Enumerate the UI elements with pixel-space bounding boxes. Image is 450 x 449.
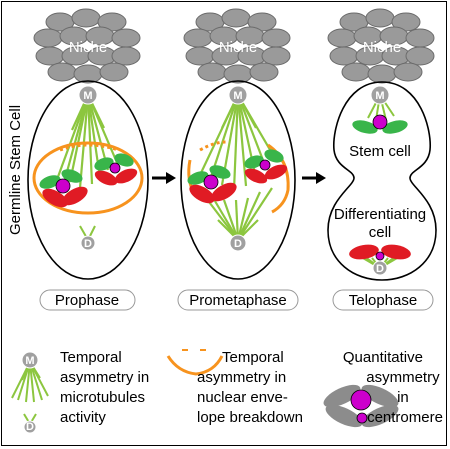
daughter-centrosome [80,235,96,251]
legend-text-microtubules: Temporal asymmetry in microtubules activ… [60,349,153,426]
stage-pill-telophase [332,289,434,311]
stage-label: Prophase [55,292,119,309]
mother-centrosome [78,85,98,105]
chromosome-differentiating [349,244,411,261]
mother-centrosome [228,85,248,105]
cell-outline [180,80,296,280]
chromosome-stem [352,114,408,134]
niche-cluster [183,8,291,84]
daughter-label: D [234,238,242,250]
stage-label: Prometaphase [189,292,287,309]
differentiating-cell-label-line2: cell [369,224,392,241]
cell-outline [27,80,149,280]
niche-cluster [327,8,435,84]
chromosome-left [187,165,237,204]
legend: M D Temporal asymmetry in microtubules a… [11,349,444,434]
daughter-centrosome [372,260,388,276]
nuclear-envelope-icon [166,349,224,376]
legend-text-envelope: Temporal asymmetry in nuclear enve- lope… [197,349,303,426]
mother-centrosome [370,85,390,105]
svg-text:D: D [26,421,34,433]
svg-text:M: M [25,355,34,367]
stage-pill-prophase [39,289,136,311]
differentiating-cell-label: Differentiating [334,206,426,223]
chromosome-right [244,149,288,184]
centromere-asymmetry-icon [323,384,399,428]
mother-label: M [375,90,384,102]
daughter-label: D [376,263,384,275]
mother-label: M [233,90,242,102]
panel-prophase: Niche M [27,8,149,311]
nuclear-envelope [32,141,144,215]
arrow-prophase-to-prometaphase [152,172,176,184]
stage-pill-prometaphase [177,289,299,311]
panel-telophase: Niche M Stem cell Differentiating cell D [327,8,437,311]
chromosome-right [94,153,138,186]
niche-cluster [33,8,141,84]
stem-cell-label: Stem cell [349,143,411,160]
niche-label: Niche [69,39,107,56]
mother-label: M [83,90,92,102]
daughter-label: D [84,238,92,250]
stage-label: Telophase [349,292,417,309]
legend-text-centromere: Quantitative asymmetry in centromere [343,349,444,426]
microtubule-asymmetry-icon: M D [11,351,49,434]
arrow-prometaphase-to-telophase [302,172,326,184]
niche-label: Niche [363,39,401,56]
dividing-cell-outline [327,81,437,281]
daughter-centrosome [229,234,247,252]
panel-prometaphase: Niche M [177,8,299,311]
side-label: Germline Stem Cell [7,105,24,235]
niche-label: Niche [219,39,257,56]
chromosome-left [39,169,88,208]
